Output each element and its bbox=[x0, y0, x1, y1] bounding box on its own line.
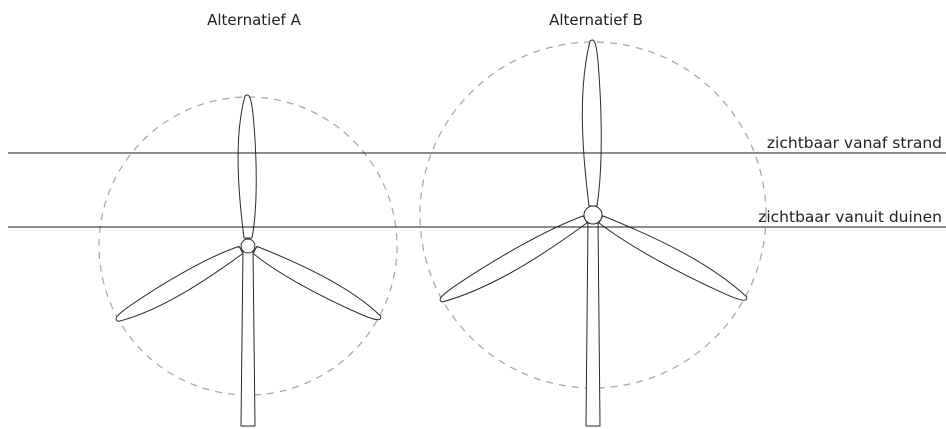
turbine-a bbox=[115, 94, 382, 427]
alternative-a-title: Alternatief A bbox=[207, 11, 301, 29]
rotor-a bbox=[115, 94, 382, 322]
blade-b-left bbox=[439, 215, 588, 303]
blade-b-up bbox=[581, 39, 602, 207]
turbine-b bbox=[439, 39, 748, 427]
rotor-circle-a bbox=[98, 96, 398, 396]
blade-a-up bbox=[237, 94, 257, 239]
label-visible-from-beach: zichtbaar vanaf strand bbox=[767, 134, 942, 152]
tower-b bbox=[585, 219, 601, 427]
hub-a bbox=[240, 238, 256, 254]
hub-b bbox=[583, 205, 603, 225]
blade-a-right bbox=[252, 245, 382, 321]
blade-a-left bbox=[115, 245, 244, 322]
blade-b-right bbox=[598, 215, 748, 301]
rotor-circle-b bbox=[419, 41, 767, 389]
alternative-b-title: Alternatief B bbox=[549, 11, 643, 29]
label-visible-from-dunes: zichtbaar vanuit duinen bbox=[758, 208, 942, 226]
tower-a bbox=[240, 249, 256, 427]
rotor-b bbox=[439, 39, 748, 303]
